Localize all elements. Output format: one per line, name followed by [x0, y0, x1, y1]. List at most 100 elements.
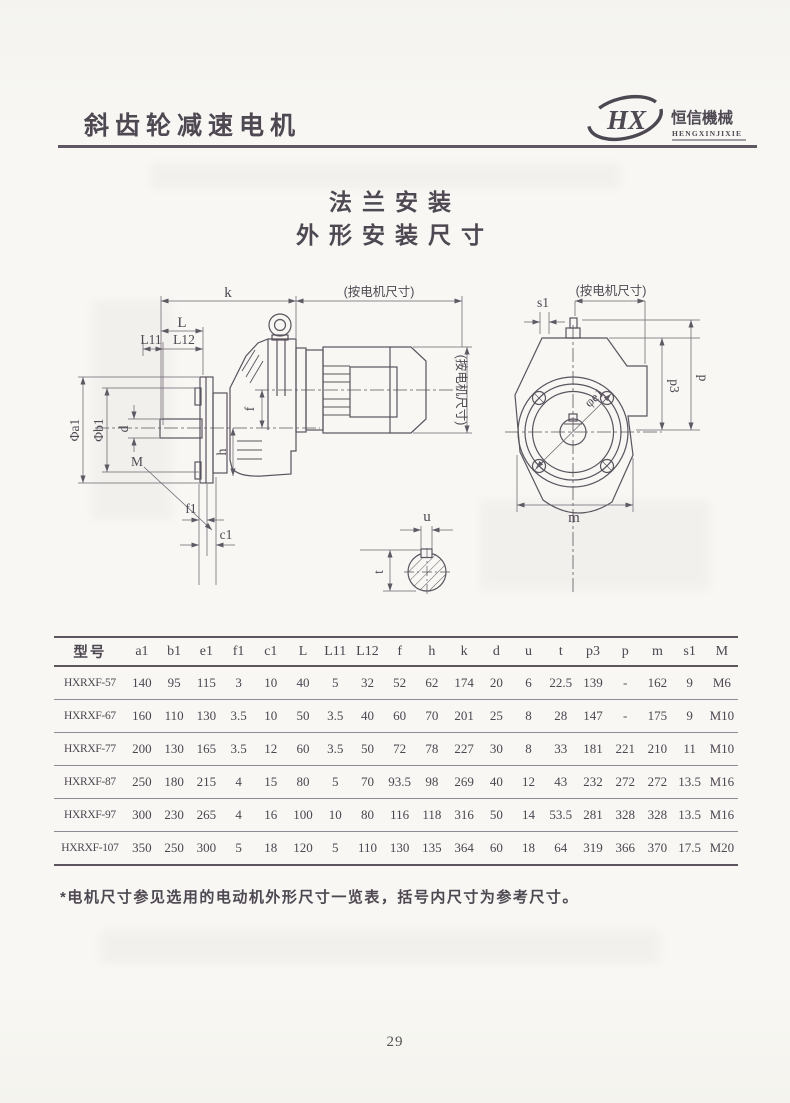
column-header: d — [480, 637, 513, 667]
value-cell: 5 — [331, 840, 339, 855]
dim-label-L11: L11 — [140, 332, 161, 347]
value-cell: 130 — [190, 699, 223, 733]
value-cell: 281 — [576, 798, 610, 832]
column-header: b1 — [158, 637, 191, 667]
logo-company-en: HENGXINJIXIE — [672, 129, 742, 138]
dim-label-front-motor: (按电机尺寸) — [576, 284, 647, 298]
technical-drawing: k (按电机尺寸) L L11 L12 Φa1 Φb1 d M f h f1 c… — [67, 284, 711, 596]
value-cell: 80 — [351, 798, 384, 832]
column-header: t — [544, 637, 577, 667]
column-header: 型号 — [54, 637, 126, 667]
value-cell: 10 — [254, 666, 287, 700]
dim-label-u: u — [423, 509, 431, 525]
column-header: s1 — [673, 637, 706, 667]
value-cell: 140 — [125, 666, 159, 700]
value-cell: 18 — [264, 840, 278, 855]
motor-body — [322, 346, 391, 434]
model-cell: HXRXF-87 — [54, 765, 126, 799]
value-cell: 43 — [544, 765, 577, 799]
value-cell: 25 — [480, 699, 513, 733]
value-cell: 230 — [158, 798, 191, 832]
column-header: a1 — [125, 637, 159, 667]
dim-label-s1: s1 — [537, 295, 549, 310]
value-cell: 12 — [254, 732, 287, 766]
value-cell: 70 — [415, 699, 448, 733]
value-cell: M20 — [709, 840, 735, 855]
value-cell: 139 — [576, 666, 610, 700]
value-cell: 40 — [351, 699, 384, 733]
value-cell: 316 — [448, 798, 481, 832]
front-view-dimensions — [516, 298, 700, 512]
value-cell: 20 — [480, 666, 513, 700]
value-cell: 232 — [576, 765, 610, 799]
value-cell: M10 — [705, 732, 738, 766]
title-line-1: 法兰安装 — [329, 189, 461, 215]
column-header: L12 — [351, 637, 384, 667]
value-cell: 14 — [512, 798, 545, 832]
value-cell: 180 — [158, 765, 191, 799]
value-cell: 8 — [512, 699, 545, 733]
value-cell: 10 — [254, 699, 287, 733]
shaft-section-dimensions — [360, 526, 453, 592]
value-cell: 13.5 — [673, 798, 706, 832]
value-cell: 32 — [351, 666, 384, 700]
lifting-eye — [268, 313, 292, 337]
column-header: L11 — [319, 637, 352, 667]
value-cell: 215 — [190, 765, 223, 799]
value-cell: 118 — [415, 798, 448, 832]
value-cell: 350 — [132, 840, 152, 855]
column-header: f — [383, 637, 416, 667]
value-cell: 5 — [235, 840, 242, 855]
value-cell: 4 — [222, 765, 255, 799]
motor-end-cap — [390, 346, 427, 434]
dim-label-k: k — [224, 285, 232, 301]
value-cell: 3 — [222, 666, 255, 700]
value-cell: 250 — [164, 840, 184, 855]
value-cell: 328 — [609, 798, 642, 832]
header-rule — [58, 145, 757, 148]
value-cell: 181 — [576, 732, 610, 766]
value-cell: 28 — [544, 699, 577, 733]
shaft-section-view — [404, 548, 450, 596]
value-cell: 80 — [286, 765, 320, 799]
value-cell: 8 — [512, 732, 545, 766]
dim-label-f: f — [242, 406, 257, 411]
column-header: M — [705, 637, 738, 667]
title-line-2: 外形安装尺寸 — [296, 222, 494, 248]
value-cell: 165 — [190, 732, 223, 766]
value-cell: 110 — [158, 699, 191, 733]
value-cell: 269 — [448, 765, 481, 799]
page-number: 29 — [386, 1034, 404, 1050]
value-cell: 3.5 — [319, 699, 352, 733]
column-header: e1 — [190, 637, 223, 667]
value-cell: 5 — [319, 765, 352, 799]
value-cell: 116 — [383, 798, 416, 832]
value-cell: 40 — [286, 666, 320, 700]
value-cell: 70 — [351, 765, 384, 799]
gear-case — [229, 338, 297, 477]
value-cell: 60 — [383, 699, 416, 733]
value-cell: 72 — [383, 732, 416, 766]
dim-label-motor-length: (按电机尺寸) — [344, 285, 415, 299]
column-header: p3 — [576, 637, 610, 667]
column-header: f1 — [222, 637, 255, 667]
value-cell: - — [609, 699, 642, 733]
value-cell: 18 — [522, 840, 536, 855]
value-cell: 328 — [641, 798, 674, 832]
value-cell: 40 — [480, 765, 513, 799]
scan-artifact — [100, 930, 660, 964]
value-cell: 265 — [190, 798, 223, 832]
value-cell: 120 — [293, 840, 313, 855]
value-cell: 162 — [641, 666, 674, 700]
dim-label-h: h — [214, 448, 229, 455]
value-cell: 130 — [389, 840, 410, 855]
output-shaft — [159, 418, 203, 439]
side-view — [95, 313, 462, 484]
document-title: 法兰安装 外形安装尺寸 — [0, 186, 790, 252]
front-view — [505, 317, 662, 592]
value-cell: 53.5 — [544, 798, 577, 832]
